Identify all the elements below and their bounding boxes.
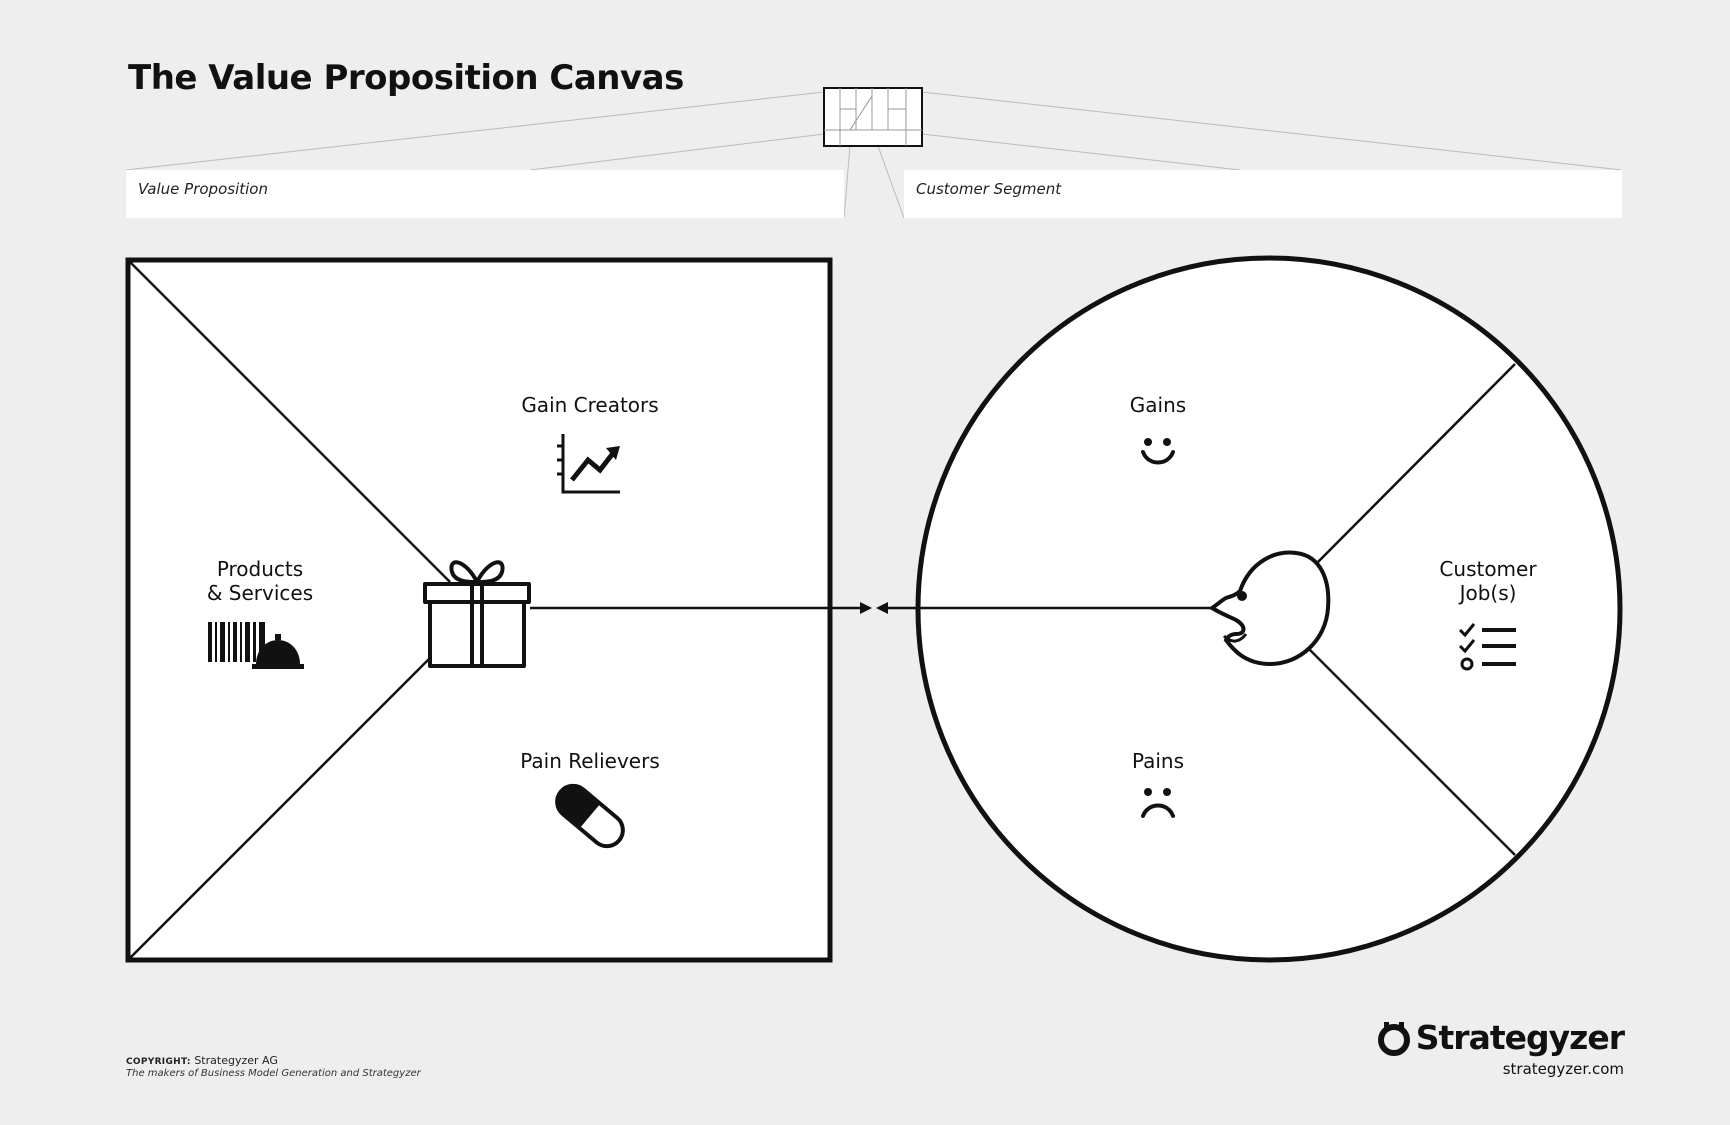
pain-relievers-label: Pain Relievers: [520, 749, 660, 773]
customer-profile-divider-top: [1309, 363, 1516, 571]
page-title: The Value Proposition Canvas: [128, 58, 684, 98]
value-proposition-label: Value Proposition: [138, 180, 268, 198]
checklist-icon: [1458, 623, 1516, 671]
copyright-label: COPYRIGHT:: [126, 1057, 191, 1067]
strategyzer-brand[interactable]: Strategyzer: [1368, 1018, 1625, 1057]
gains-label: Gains: [1129, 393, 1187, 417]
copyright-tagline: The makers of Business Model Generation …: [126, 1068, 421, 1079]
customer-jobs-label-line2: Job(s): [1459, 581, 1517, 605]
canvas-thumbnail: [823, 87, 923, 147]
products-label-line2: & Services: [206, 581, 314, 605]
customer-jobs-label: Customer Job(s): [1418, 557, 1558, 605]
copyright-holder: Strategyzer AG: [194, 1054, 278, 1067]
products-services-label: Products & Services: [180, 557, 340, 605]
rising-chart-icon: [557, 434, 620, 494]
face-eye: [1237, 591, 1247, 601]
frown-icon: [1141, 788, 1175, 818]
pill-icon: [555, 783, 625, 849]
brand-url-link[interactable]: strategyzer.com: [1502, 1060, 1624, 1078]
barcode-cloche-icon: [208, 622, 304, 669]
customer-jobs-label-line1: Customer: [1439, 557, 1537, 581]
brand-name: Strategyzer: [1415, 1018, 1625, 1057]
gift-icon: [423, 560, 531, 668]
value-map-divider-bottom: [129, 655, 433, 959]
customer-profile-divider-bottom: [1309, 649, 1516, 856]
customer-segment-field[interactable]: Customer Segment: [904, 170, 1622, 218]
fit-arrows: [530, 602, 1210, 614]
strategyzer-logo-icon: [1377, 1021, 1410, 1056]
value-proposition-field[interactable]: Value Proposition: [126, 170, 844, 218]
gain-creators-label: Gain Creators: [521, 393, 659, 417]
smile-icon: [1141, 438, 1175, 465]
copyright-line: COPYRIGHT: Strategyzer AG: [126, 1054, 278, 1067]
pains-label: Pains: [1131, 749, 1185, 773]
thumbnail-guide-lines: [125, 91, 1623, 219]
value-map-divider-top: [129, 261, 451, 583]
face-mouth: [1222, 633, 1248, 643]
products-label-line1: Products: [216, 557, 304, 581]
customer-segment-label: Customer Segment: [916, 180, 1062, 198]
